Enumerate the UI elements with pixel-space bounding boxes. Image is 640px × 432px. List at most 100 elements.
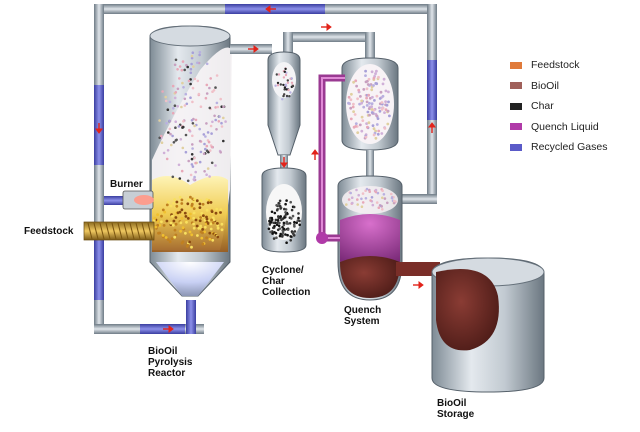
particle-dot (180, 208, 184, 212)
particle-dot (189, 195, 192, 199)
particle-dot (161, 90, 164, 93)
particle-dot (376, 117, 380, 120)
particle-dot (219, 208, 223, 212)
particle-dot (173, 198, 177, 201)
particle-dot (178, 195, 182, 199)
particle-dot (181, 60, 185, 63)
particle-dot (180, 217, 184, 220)
particle-dot (205, 144, 209, 148)
burner-label: Burner (110, 179, 143, 190)
particle-dot (199, 150, 203, 154)
particle-dot (381, 208, 384, 211)
particle-dot (189, 173, 193, 177)
legend-item-quench-liquid: Quench Liquid (510, 117, 635, 138)
particle-dot (206, 167, 210, 170)
particle-dot (272, 221, 276, 225)
particle-dot (161, 208, 165, 212)
particle-dot (362, 88, 366, 91)
particle-dot (157, 231, 160, 235)
particle-dot (191, 134, 194, 138)
particle-dot (192, 65, 195, 68)
particle-dot (206, 131, 210, 134)
particle-dot (186, 65, 189, 69)
particle-dot (198, 219, 202, 223)
particle-dot (194, 170, 197, 174)
particle-dot (216, 224, 220, 227)
particle-dot (167, 131, 170, 134)
particle-dot (205, 122, 208, 125)
particle-dot (358, 123, 362, 127)
flow-arrow-icon (265, 5, 276, 13)
particle-dot (371, 95, 374, 99)
char-collection-vessel (261, 167, 307, 253)
particle-dot (380, 101, 384, 104)
cyclone-to-quench-pipe (285, 32, 375, 42)
particle-dot (374, 136, 378, 140)
particle-dot (191, 122, 195, 125)
particle-dot (280, 218, 283, 222)
particle-dot (192, 211, 196, 215)
particle-dot (356, 203, 360, 206)
particle-dot (211, 221, 215, 225)
particle-dot (374, 72, 377, 76)
particle-dot (192, 178, 196, 181)
flow-arrow-icon (248, 45, 259, 53)
particle-dot (192, 117, 195, 121)
particle-dot (193, 197, 197, 201)
legend-item-bio-oil: BioOil (510, 76, 635, 97)
legend-item-char: Char (510, 96, 635, 117)
particle-dot (183, 97, 187, 101)
particle-dot (153, 216, 157, 220)
particle-dot (215, 74, 219, 77)
particle-dot (383, 111, 386, 114)
particle-dot (177, 163, 181, 167)
quench-gas-outlet-pipe (396, 194, 437, 204)
particle-dot (192, 216, 196, 220)
particle-dot (201, 242, 205, 246)
particle-dot (210, 210, 214, 214)
particle-dot (189, 212, 192, 216)
particle-dot (174, 233, 178, 237)
particle-dot (365, 187, 369, 191)
particle-dot (205, 62, 209, 66)
particle-dot (347, 198, 351, 201)
particle-dot (179, 221, 183, 225)
particle-dot (179, 138, 183, 141)
particle-dot (376, 191, 380, 195)
cyclone-separator (267, 51, 301, 170)
particle-dot (349, 98, 353, 102)
particle-dot (203, 142, 206, 146)
particle-dot (171, 134, 174, 138)
quench-liquid (340, 214, 400, 262)
legend-label: Quench Liquid (531, 120, 599, 133)
particle-dot (367, 107, 371, 110)
particle-dot (279, 83, 282, 86)
particle-dot (276, 218, 280, 222)
legend-swatch (510, 143, 522, 151)
particle-dot (220, 125, 224, 128)
particle-dot (277, 224, 281, 228)
particle-dot (282, 83, 285, 87)
particle-dot (192, 207, 196, 211)
particle-dot (185, 244, 189, 248)
particle-dot (203, 170, 206, 173)
particle-dot (193, 124, 196, 128)
flow-arrow-icon (413, 281, 424, 289)
particle-dot (375, 123, 379, 126)
legend-swatch (510, 123, 522, 131)
particle-dot (275, 204, 278, 207)
particle-dot (217, 120, 221, 123)
particle-dot (180, 105, 183, 109)
particle-dot (267, 227, 271, 231)
particle-dot (211, 238, 215, 242)
particle-dot (298, 219, 301, 223)
particle-dot (288, 95, 291, 98)
particle-dot (275, 208, 279, 212)
particle-dot (199, 105, 203, 108)
legend-label: Recycled Gases (531, 141, 608, 154)
particle-dot (360, 101, 363, 105)
particle-dot (194, 161, 197, 165)
particle-dot (185, 63, 188, 67)
particle-dot (357, 193, 361, 197)
particle-dot (180, 169, 184, 173)
